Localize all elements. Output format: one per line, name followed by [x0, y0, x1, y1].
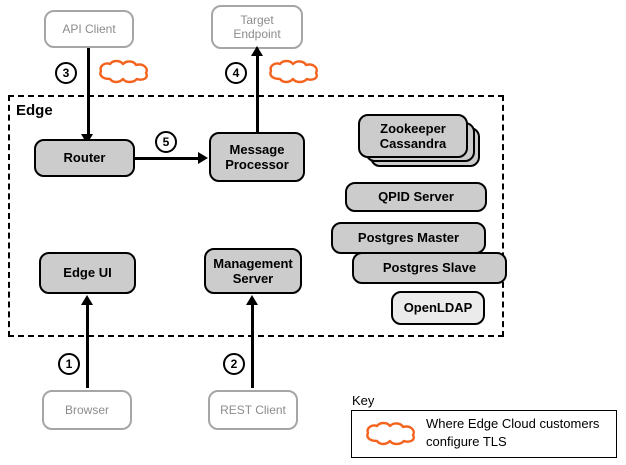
arrowhead-target-endpoint-in — [251, 46, 263, 56]
target-endpoint-label-line1: Target — [240, 12, 274, 27]
step-marker-2-number: 2 — [230, 357, 238, 371]
api-client-label: API Client — [62, 21, 116, 36]
rest-client-label: REST Client — [220, 402, 286, 417]
step-marker-3-number: 3 — [62, 66, 70, 80]
connector-api-client-to-router — [87, 48, 90, 138]
external-node-api-client[interactable]: API Client — [44, 10, 134, 48]
cloud-icon-target-egress — [266, 59, 322, 90]
openldap-label: OpenLDAP — [403, 300, 473, 316]
cassandra-label: Cassandra — [379, 136, 447, 151]
key-entry-line1: Where Edge Cloud customers — [426, 416, 600, 431]
target-endpoint-label-line2: Endpoint — [233, 27, 281, 41]
edge-node-management-server[interactable]: Management Server — [204, 248, 302, 294]
management-server-label-line1: Management — [213, 255, 293, 271]
step-marker-2: 2 — [223, 353, 245, 375]
management-server-label-line2: Server — [232, 271, 274, 286]
key-heading: Key — [352, 393, 375, 408]
cloud-icon-key — [362, 421, 420, 452]
edge-zone-label: Edge — [16, 102, 53, 119]
edge-node-router[interactable]: Router — [34, 139, 135, 177]
arrowhead-management-server-in — [246, 295, 258, 305]
step-marker-1-number: 1 — [65, 357, 73, 371]
postgres-master-label: Postgres Master — [357, 230, 460, 246]
router-label: Router — [63, 150, 106, 166]
external-node-browser[interactable]: Browser — [42, 390, 132, 430]
qpid-server-label: QPID Server — [378, 189, 454, 205]
edge-ui-label: Edge UI — [63, 265, 112, 281]
arrowhead-edge-ui-in — [81, 295, 93, 305]
backend-node-postgres-slave[interactable]: Postgres Slave — [352, 252, 507, 284]
connector-mp-to-target-endpoint — [256, 55, 259, 142]
zookeeper-label: Zookeeper — [380, 120, 446, 136]
arrowhead-message-processor-in — [198, 152, 208, 164]
browser-label: Browser — [64, 402, 109, 417]
step-marker-4-number: 4 — [232, 66, 240, 80]
step-marker-4: 4 — [225, 62, 247, 84]
connector-browser-to-edge-ui — [86, 304, 89, 388]
edge-node-message-processor[interactable]: Message Processor — [209, 132, 305, 182]
edge-node-edge-ui[interactable]: Edge UI — [39, 252, 136, 294]
backend-node-qpid-server[interactable]: QPID Server — [345, 182, 487, 212]
message-processor-label-line2: Processor — [225, 157, 289, 172]
key-box — [351, 410, 617, 458]
connector-router-to-message-processor — [135, 157, 199, 160]
postgres-slave-label: Postgres Slave — [382, 260, 477, 276]
step-marker-3: 3 — [55, 62, 77, 84]
backend-node-zookeeper-cassandra[interactable]: Zookeeper Cassandra — [358, 114, 468, 158]
key-entry-line2: configure TLS — [426, 433, 507, 449]
external-node-target-endpoint[interactable]: Target Endpoint — [211, 5, 303, 49]
message-processor-label-line1: Message — [229, 141, 285, 157]
external-node-rest-client[interactable]: REST Client — [208, 390, 298, 430]
connector-rest-client-to-management-server — [251, 304, 254, 388]
cloud-icon-api-ingress — [96, 59, 152, 90]
step-marker-5-number: 5 — [162, 135, 170, 149]
key-entry-text: Where Edge Cloud customers configure TLS — [426, 415, 616, 450]
backend-node-postgres-master[interactable]: Postgres Master — [331, 222, 486, 254]
backend-node-openldap[interactable]: OpenLDAP — [391, 291, 485, 325]
step-marker-5: 5 — [155, 131, 177, 153]
step-marker-1: 1 — [58, 353, 80, 375]
